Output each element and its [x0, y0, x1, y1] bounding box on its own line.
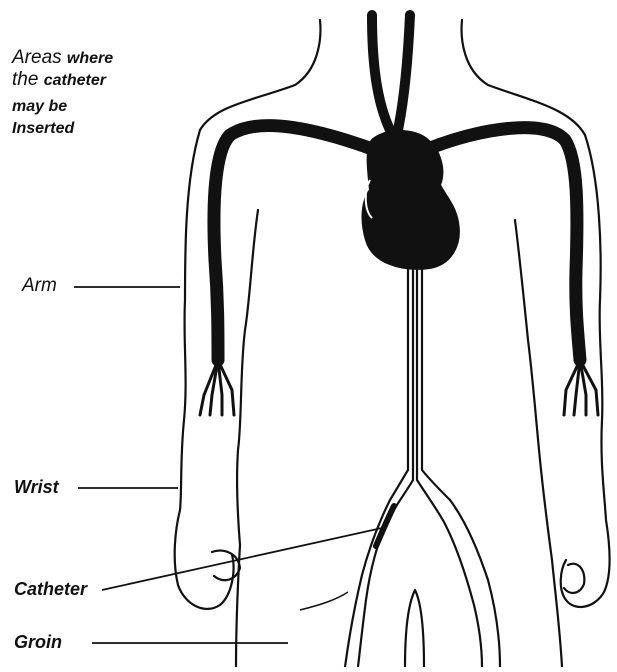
title-catheter: catheter [44, 72, 106, 89]
title-inserted: Inserted [12, 120, 74, 137]
left-torso [236, 545, 240, 667]
body-outline [175, 20, 610, 667]
label-wrist: Wrist [14, 478, 59, 496]
title-the: the [12, 69, 38, 90]
left-arm-inner [237, 210, 258, 545]
neck-shoulder-left [200, 20, 320, 130]
title-line-2: the catheter [12, 70, 106, 89]
title-line-4: Inserted [12, 118, 74, 137]
aorta-left-outer [345, 268, 408, 667]
right-thumb [564, 564, 584, 593]
label-groin: Groin [14, 633, 62, 651]
leg-divide [405, 590, 424, 667]
title-where: where [67, 50, 113, 67]
aorta-left-inner [358, 268, 413, 667]
wrist-branches [200, 360, 598, 415]
left-arm-artery [214, 126, 375, 360]
heart [363, 131, 459, 269]
title-may-be: may be [12, 98, 67, 115]
leader-lines [74, 287, 382, 643]
groin-tick [300, 592, 348, 610]
title-line-3: may be [12, 96, 67, 115]
right-branch-4 [580, 360, 598, 415]
label-arm: Arm [22, 276, 57, 295]
aorta [345, 268, 500, 667]
right-arm-inner [515, 220, 552, 560]
neck-shoulder-right [462, 20, 585, 135]
aorta-right-outer [422, 268, 500, 667]
catheter-leader [102, 528, 382, 590]
title-line-1: Areas where [12, 48, 113, 67]
label-catheter: Catheter [14, 580, 87, 598]
neck-vessel-left [372, 15, 390, 130]
neck-vessel-right [398, 15, 410, 130]
left-arm-outer [175, 130, 234, 609]
title-areas: Areas [12, 47, 62, 68]
aorta-right-inner [417, 268, 482, 667]
